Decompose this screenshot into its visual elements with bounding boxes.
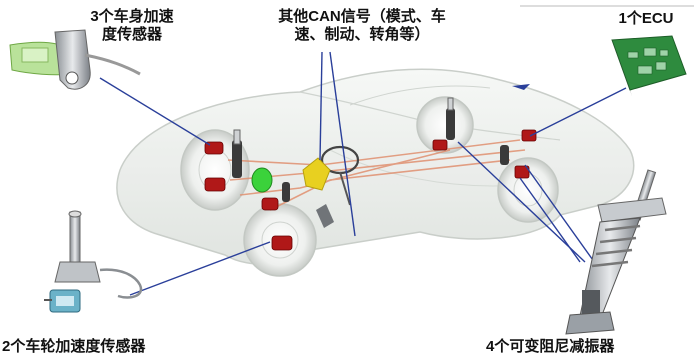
green-component (251, 167, 273, 193)
ecu-label: 1个ECU (618, 10, 674, 27)
can-module-icon (302, 157, 331, 191)
red-sensors (204, 129, 537, 251)
can-signal-label: 其他CAN信号（模式、车 速、制动、转角等） (262, 8, 462, 44)
damper-strut-icon (565, 169, 667, 335)
body-accel-label-line2: 度传感器 (101, 26, 162, 43)
brake-pedal-part (316, 204, 334, 228)
wheel-accel-sensor-label: 2个车轮加速度传感器 (2, 338, 146, 355)
body-accel-sensor-icon (9, 29, 141, 90)
ecu-module-icon (611, 35, 687, 96)
wheel-rear-left (416, 96, 474, 154)
can-label-line2: 速、制动、转角等） (294, 26, 430, 43)
body-accel-label-line1: 3个车身加速 (90, 8, 174, 25)
can-label-line1: 其他CAN信号（模式、车 (278, 8, 446, 25)
wheel-accel-sensor-icon (44, 210, 143, 313)
body-accel-sensor-label: 3个车身加速 度传感器 (72, 8, 192, 44)
front-right-strut (282, 182, 290, 202)
damper-label: 4个可变阻尼减振器 (486, 338, 615, 355)
front-left-strut (232, 129, 242, 178)
leader-lines (99, 51, 627, 296)
rear-right-strut (500, 145, 509, 165)
steering-wheel (320, 145, 360, 206)
rear-left-strut (446, 97, 455, 140)
window-marker (512, 84, 530, 90)
